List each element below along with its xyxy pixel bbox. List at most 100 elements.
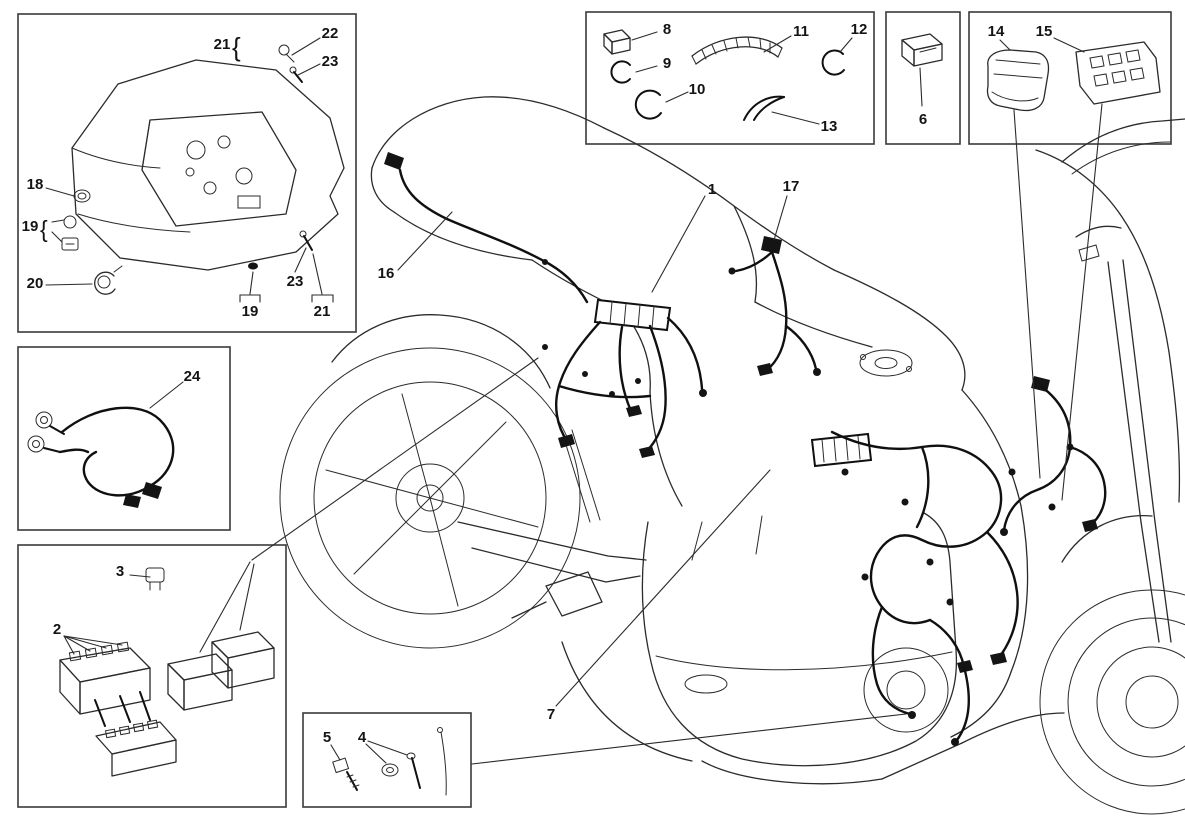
panel-unit-border: [885, 11, 961, 145]
hook-13-art: [743, 95, 785, 121]
cable-24-art: [27, 406, 175, 508]
callout-18: 18: [27, 176, 44, 193]
fuse-box-2-art: [59, 641, 151, 715]
panel-tail-section: 21 { 22 23 18 19 { 20 23 19 21: [17, 13, 357, 333]
leader-11: [763, 35, 792, 53]
leader-21b: [312, 253, 323, 295]
main-leaders: [251, 103, 1103, 765]
relay-b-art: [211, 631, 275, 689]
washer-4-art: [381, 763, 399, 777]
panel-fuse-border: [17, 544, 287, 808]
panel-fuse-relay: 3 2: [17, 544, 287, 808]
callout-14: 14: [988, 23, 1005, 40]
harness-17: [728, 236, 821, 376]
cring-9-art: [610, 60, 631, 84]
callout-16: 16: [378, 265, 395, 282]
harness-16: [384, 152, 589, 304]
callout-23a: 23: [322, 53, 339, 70]
front-wheel: [1039, 589, 1185, 815]
panel-tail-border: [17, 13, 357, 333]
leader-6: [919, 67, 923, 107]
leader-8: [631, 31, 658, 41]
pin-art: [437, 727, 447, 796]
callout-19b: 19: [242, 303, 259, 320]
engine-art: [641, 512, 958, 767]
leader-12: [839, 37, 853, 53]
bracket-21b: [311, 294, 334, 303]
fuse-connector-art: [94, 691, 177, 777]
callout-2: 2: [53, 621, 61, 638]
leader-20: [45, 283, 93, 286]
callout-5: 5: [323, 729, 331, 746]
cring-10-art: [634, 89, 662, 120]
leader-panel4-to-bike: [471, 713, 907, 765]
leader-2c: [63, 635, 107, 649]
bolt-5-art: [332, 757, 360, 791]
holder-15-art: [1075, 41, 1161, 105]
callout-20: 20: [27, 275, 44, 292]
tail-tray-art: [71, 59, 345, 271]
leader-15-to-bike: [1061, 103, 1103, 501]
callout-15: 15: [1036, 23, 1053, 40]
callout-19a: 19: [22, 218, 39, 235]
callout-8: 8: [663, 21, 671, 38]
leader-23b: [294, 247, 307, 273]
fuel-cap: [859, 349, 913, 377]
leader-19a-2: [51, 231, 63, 243]
leader-10: [665, 91, 689, 103]
ribbed-strap-11-art: [691, 36, 783, 65]
leader-9: [635, 65, 658, 73]
cover-14-art: [986, 49, 1050, 112]
leader-19a-1: [51, 219, 65, 223]
harness-1-central: [542, 298, 707, 458]
callout-19a-brace: {: [40, 216, 48, 242]
leader-17: [773, 195, 788, 241]
callout-11: 11: [793, 23, 809, 40]
harness-right-secondary: [1000, 376, 1107, 536]
leader-4b: [367, 740, 408, 756]
callout-17: 17: [783, 178, 800, 195]
leader-relay-a: [199, 561, 251, 653]
panel-control-unit: 6: [885, 11, 961, 145]
panel-cover-holder: 14 15: [968, 11, 1172, 145]
callout-22: 22: [322, 25, 339, 42]
leader-5: [330, 744, 341, 761]
cring-12-art: [821, 49, 845, 76]
callout-21a-brace: {: [232, 32, 241, 62]
panel-clips: 8 9 10 11 12 13: [585, 11, 875, 145]
harness-right-main: [830, 430, 1019, 746]
panel-screws-border: [302, 712, 472, 808]
leader-2b: [63, 635, 91, 652]
leader-23a: [297, 63, 321, 76]
screw-art: [406, 752, 421, 789]
panel-screws: 5 4: [302, 712, 472, 808]
callout-4: 4: [358, 729, 367, 746]
leader-panel3-to-bike: [251, 357, 539, 561]
tail-fastener-22-art: [278, 44, 295, 63]
relay-a-art: [167, 653, 233, 711]
leader-18: [45, 187, 75, 197]
leader-24: [149, 381, 184, 409]
finned-unit: [810, 432, 873, 468]
harness-art: [384, 152, 1107, 746]
callout-13: 13: [821, 118, 838, 135]
panel-cable-border: [17, 346, 231, 531]
leader-14-to-bike: [1013, 109, 1041, 479]
panel-ground-cable: 24: [17, 346, 231, 531]
leader-relay-b: [239, 563, 255, 631]
leader-7: [555, 469, 771, 707]
panel-clips-border: [585, 11, 875, 145]
callout-21b: 21: [314, 303, 331, 320]
callout-1: 1: [708, 181, 716, 198]
unit-6-art: [901, 33, 943, 67]
callout-21a: 21: [214, 36, 231, 53]
bracket-19b: [239, 294, 261, 303]
leader-15: [1053, 37, 1085, 53]
callout-9: 9: [663, 55, 671, 72]
callout-12: 12: [851, 21, 868, 38]
leader-4a: [365, 743, 387, 764]
leader-2d: [63, 635, 123, 646]
callout-3: 3: [116, 563, 124, 580]
leader-1: [651, 195, 706, 293]
leader-19b: [249, 271, 254, 295]
